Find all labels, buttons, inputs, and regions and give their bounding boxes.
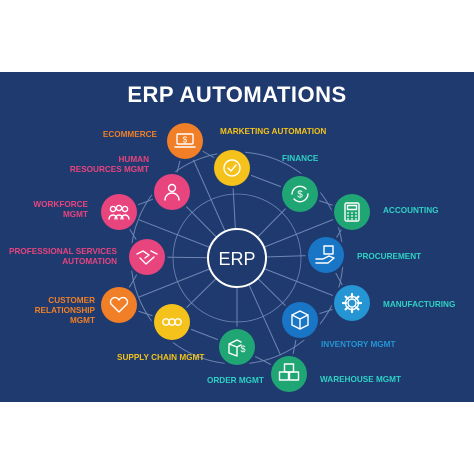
handshake-icon bbox=[136, 250, 158, 265]
node-finance: $ bbox=[279, 173, 321, 215]
cube-icon bbox=[291, 310, 309, 330]
stacked-boxes-icon bbox=[278, 363, 300, 381]
erp-hub-circle bbox=[207, 228, 267, 288]
label-order: ORDER MGMT bbox=[207, 376, 264, 385]
node-circle bbox=[101, 287, 137, 323]
node-circle bbox=[334, 285, 370, 321]
node-order: $ bbox=[216, 326, 258, 368]
chain-icon bbox=[162, 318, 182, 326]
node-circle bbox=[101, 194, 137, 230]
node-circle bbox=[282, 176, 318, 212]
label-procurement: PROCUREMENT bbox=[357, 252, 422, 261]
person-icon bbox=[164, 183, 180, 201]
node-supply bbox=[151, 301, 193, 343]
label-hr: HUMAN RESOURCES MGMT bbox=[69, 155, 149, 174]
gear-icon bbox=[341, 292, 363, 314]
node-accounting bbox=[331, 191, 373, 233]
node-circle bbox=[308, 237, 344, 273]
heart-icon bbox=[109, 296, 129, 313]
node-hr bbox=[151, 171, 193, 213]
erp-hub: ERP bbox=[207, 228, 267, 288]
label-accounting: ACCOUNTING bbox=[383, 206, 439, 215]
label-manufacturing: MANUFACTURING bbox=[383, 300, 456, 309]
label-ecommerce: ECOMMERCE bbox=[102, 130, 157, 139]
node-professional bbox=[126, 236, 168, 278]
node-crm bbox=[98, 284, 140, 326]
node-manufacturing bbox=[331, 282, 373, 324]
svg-text:$: $ bbox=[297, 190, 303, 201]
node-ecommerce: $ bbox=[164, 120, 206, 162]
check-circle-icon bbox=[223, 159, 241, 177]
svg-text:$: $ bbox=[240, 344, 245, 354]
package-dollar-icon: $ bbox=[228, 339, 246, 357]
label-workforce: WORKFORCE MGMT bbox=[33, 200, 88, 219]
module-nodes: $ $ $ bbox=[98, 120, 373, 395]
label-finance: FINANCE bbox=[282, 154, 319, 163]
hand-box-icon bbox=[315, 245, 335, 264]
team-icon bbox=[108, 204, 130, 220]
label-professional: PROFESSIONAL SERVICES AUTOMATION bbox=[9, 247, 117, 266]
node-circle bbox=[167, 123, 203, 159]
label-marketing: MARKETING AUTOMATION bbox=[220, 127, 327, 136]
calculator-icon bbox=[344, 202, 360, 222]
node-procurement bbox=[305, 234, 347, 276]
erp-hub-label: ERP bbox=[218, 249, 255, 269]
node-marketing bbox=[211, 147, 253, 189]
laptop-dollar-icon: $ bbox=[174, 133, 196, 148]
svg-text:$: $ bbox=[183, 136, 188, 145]
diagram-title: ERP AUTOMATIONS bbox=[127, 82, 347, 107]
node-workforce bbox=[98, 191, 140, 233]
label-crm: CUSTOMER RELATIONSHIP MGMT bbox=[34, 296, 95, 325]
node-circle bbox=[154, 304, 190, 340]
node-circle bbox=[334, 194, 370, 230]
dollar-cycle-icon: $ bbox=[291, 185, 309, 203]
node-warehouse bbox=[268, 353, 310, 395]
label-warehouse: WAREHOUSE MGMT bbox=[320, 375, 401, 384]
node-inventory bbox=[279, 299, 321, 341]
node-circle bbox=[214, 150, 250, 186]
label-inventory: INVENTORY MGMT bbox=[321, 340, 396, 349]
label-supply: SUPPLY CHAIN MGMT bbox=[117, 353, 205, 362]
